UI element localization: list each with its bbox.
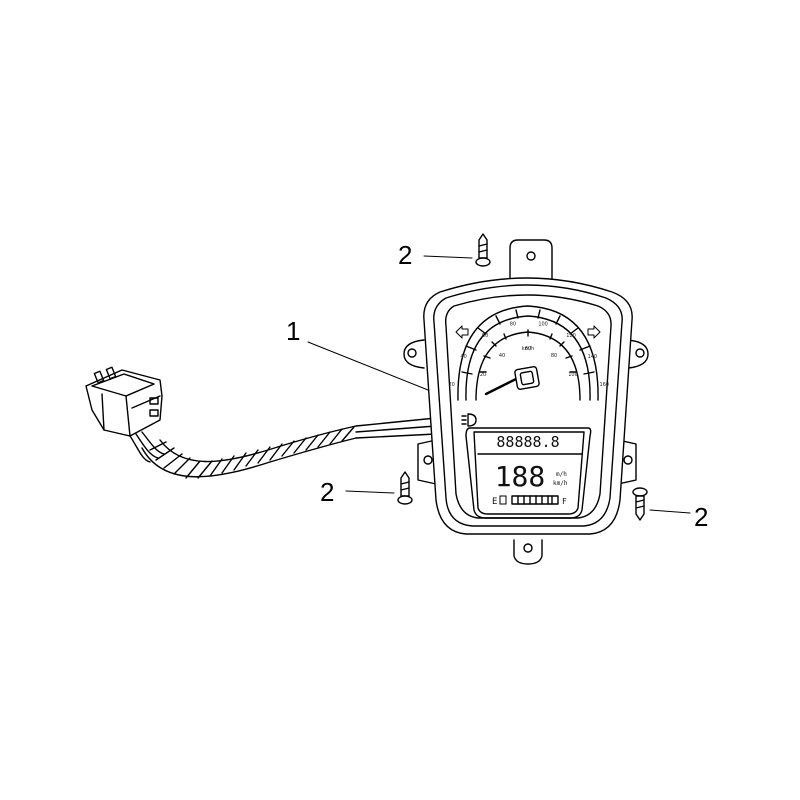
dial-outer-label-4: 100 [538,322,548,328]
dial-inner-label-2: 60 [525,346,531,352]
lcd-speed: 188 [495,460,546,493]
dial-scale-labels: 20 40 60 80 100 120 140 160 20 40 60 80 100 [449,322,610,388]
lcd-unit-kmh: km/h [553,480,568,487]
callout-screw-right: 2 [694,502,709,532]
callout-cluster: 1 [286,316,301,346]
screw-left [397,471,413,505]
screw-top [475,233,491,267]
dial-inner-label-4: 100 [568,372,578,378]
dial-inner-label-0: 20 [480,372,486,378]
dial-outer-label-0: 20 [449,382,455,388]
fuel-full-label: F [562,497,567,506]
screw-right [632,487,648,521]
lcd-odometer: 88888.8 [496,433,559,451]
harness-wrap [141,417,437,479]
harness-wires [129,431,165,463]
fuel-empty-label: E [492,497,497,507]
dial-inner-label-1: 40 [499,353,505,359]
dial-unit-label: km/h [522,346,535,352]
fuel-pump-icon [499,495,507,505]
dial-inner-label-3: 80 [551,353,557,359]
callout-screw-top: 2 [398,240,413,270]
cluster-housing [403,239,649,565]
dial-outer-label-1: 40 [460,354,466,360]
dial-outer-label-3: 80 [510,322,516,328]
speedometer-dial [455,305,601,427]
harness-connector [85,366,163,437]
dial-outer-label-7: 160 [600,382,610,388]
dial-outer-label-5: 120 [566,333,576,339]
lcd-unit-mph: m/h [556,471,567,478]
dial-outer-label-2: 60 [482,333,488,339]
dial-outer-label-6: 140 [588,354,598,360]
callout-screw-left: 2 [320,477,335,507]
leader-lines [307,255,691,514]
lcd-panel [465,427,592,519]
